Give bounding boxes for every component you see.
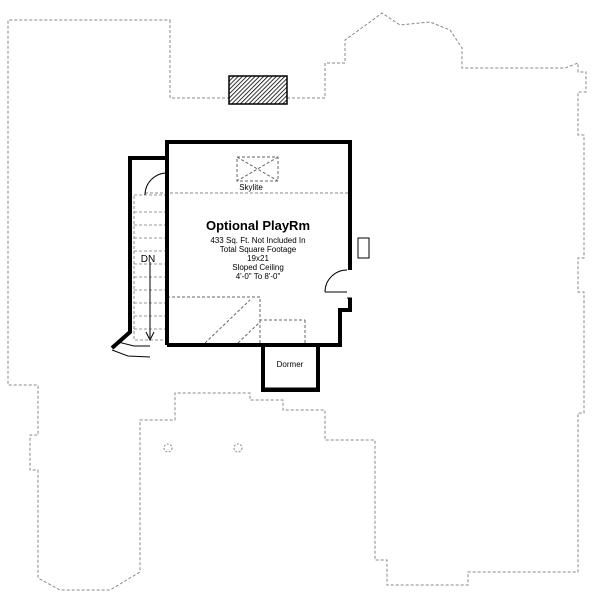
column-right <box>233 443 243 453</box>
door-swing <box>144 172 352 299</box>
stair-curve <box>111 341 151 358</box>
chimney <box>228 75 288 105</box>
skylite-icon <box>236 156 279 182</box>
dormer-label: Dormer <box>277 360 304 369</box>
room-note-line-2: Total Square Footage <box>220 245 297 254</box>
room-note-line-1: 433 Sq. Ft. Not Included In <box>210 236 305 245</box>
room-ceiling-height: 4'-0" To 8'-0" <box>236 272 281 281</box>
stair-arrow <box>145 262 155 342</box>
room-title: Optional PlayRm <box>206 218 310 233</box>
room-ceiling: Sloped Ceiling <box>232 263 284 272</box>
stairs-down-label: DN <box>141 254 155 265</box>
dormer <box>261 345 320 392</box>
knee-wall <box>167 296 306 344</box>
room-dimensions: 19x21 <box>247 254 269 263</box>
column-left <box>163 443 173 453</box>
skylite-label: Skylite <box>239 183 263 192</box>
lower-floor-outline <box>7 12 587 591</box>
window-right <box>357 237 370 259</box>
room-walls <box>110 140 352 350</box>
